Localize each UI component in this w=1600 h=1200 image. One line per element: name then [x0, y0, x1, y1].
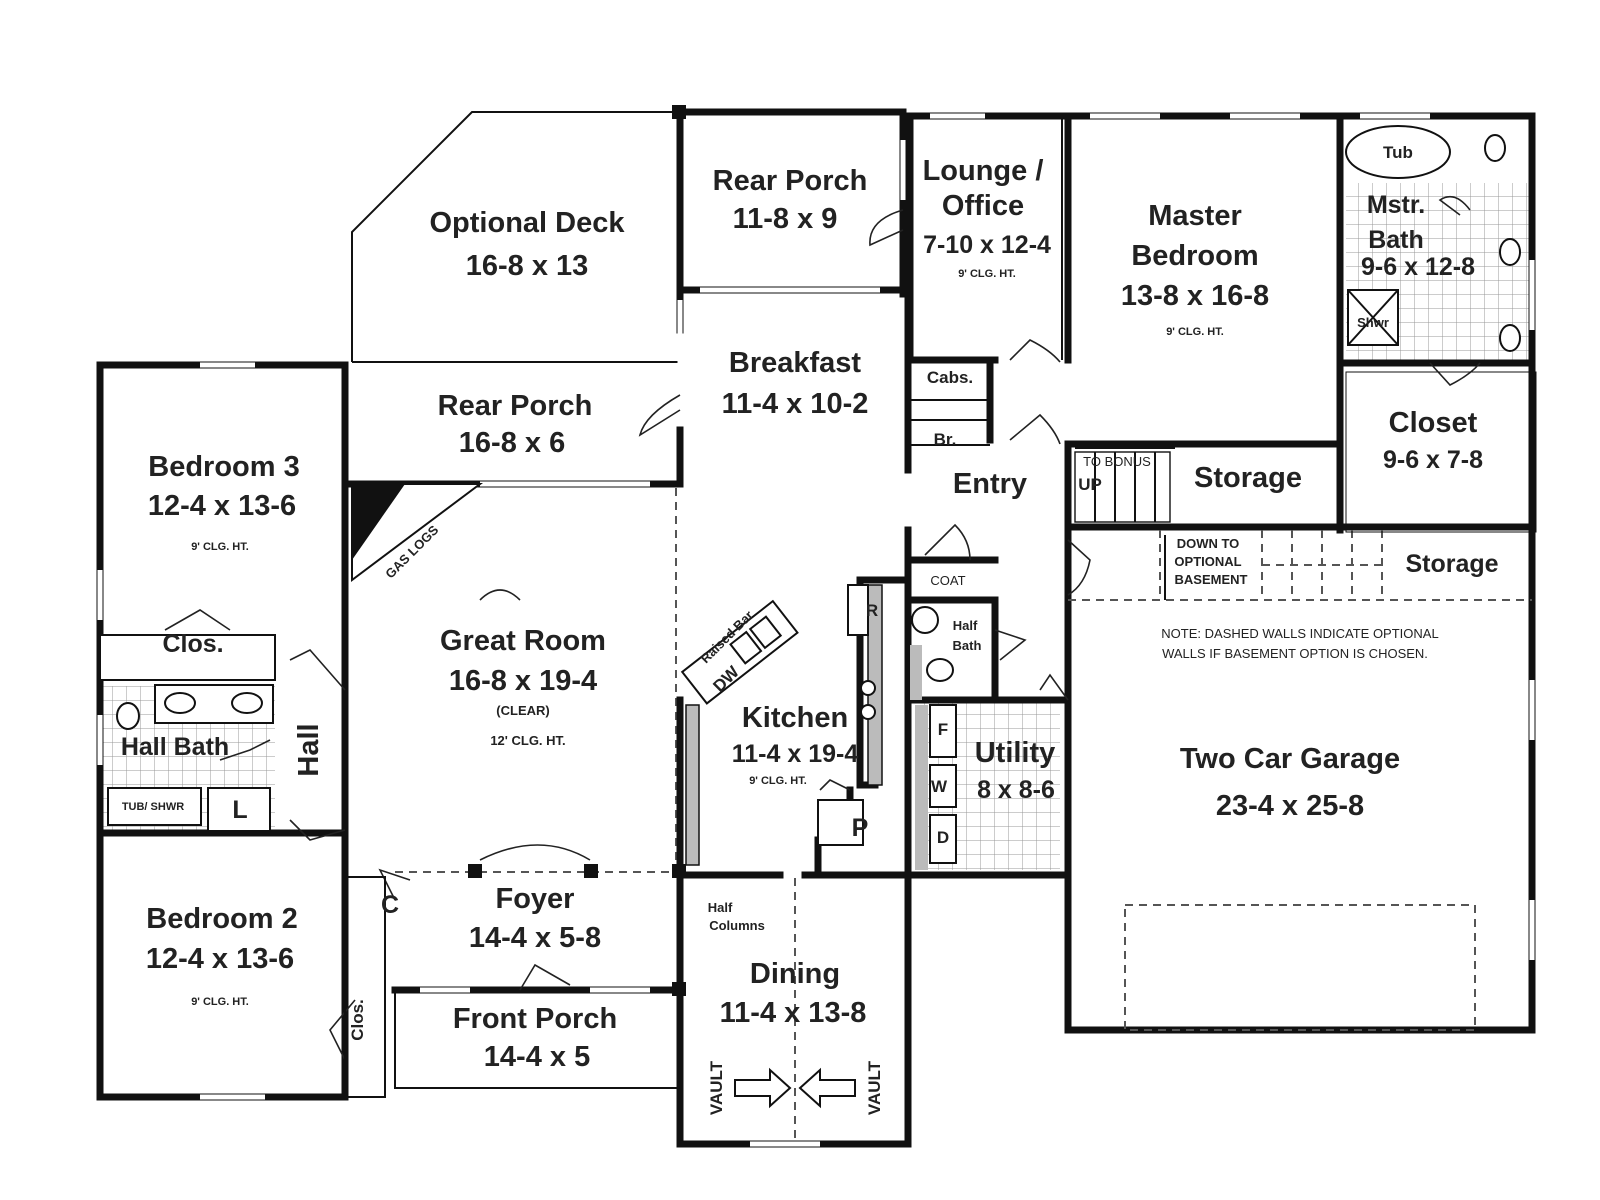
- dining-size: 11-4 x 13-8: [720, 997, 867, 1029]
- optional-walls: [1068, 530, 1532, 1031]
- d-label: D: [937, 828, 949, 847]
- optional-deck-size: 16-8 x 13: [466, 250, 589, 282]
- l-label: L: [232, 796, 247, 824]
- vault-right-label: VAULT: [865, 1060, 884, 1115]
- lounge-size: 7-10 x 12-4: [923, 231, 1051, 259]
- rear-porch-mid-name: Rear Porch: [438, 390, 593, 422]
- lounge-name-1: Lounge /: [923, 155, 1044, 187]
- bedroom2-size: 12-4 x 13-6: [146, 943, 294, 975]
- bedroom3-size: 12-4 x 13-6: [148, 490, 296, 522]
- r-label: R: [866, 601, 878, 620]
- closet-size: 9-6 x 7-8: [1383, 446, 1483, 474]
- p-label: P: [852, 814, 869, 842]
- mstr-bath-name-2: Bath: [1368, 226, 1424, 254]
- tub-label: Tub: [1383, 143, 1413, 162]
- storage-label-1: Storage: [1194, 462, 1302, 494]
- half-columns-1: Half: [708, 900, 733, 915]
- front-porch-name: Front Porch: [453, 1003, 617, 1035]
- entry-label: Entry: [953, 468, 1027, 500]
- br-label: Br.: [934, 430, 957, 449]
- dining-name: Dining: [750, 958, 840, 990]
- f-label: F: [938, 720, 948, 739]
- note-line-1: NOTE: DASHED WALLS INDICATE OPTIONAL: [1161, 626, 1438, 641]
- closet-hatching: [99, 371, 1537, 1098]
- kitchen-ceiling: 9' CLG. HT.: [749, 775, 807, 787]
- master-bedroom-size: 13-8 x 16-8: [1121, 280, 1269, 312]
- great-room-size: 16-8 x 19-4: [449, 665, 597, 697]
- note-line-2: WALLS IF BASEMENT OPTION IS CHOSEN.: [1162, 646, 1428, 661]
- stairs: [1074, 451, 1171, 600]
- clos-side-label: Clos.: [348, 999, 367, 1041]
- half-columns-2: Columns: [709, 918, 765, 933]
- breakfast-name: Breakfast: [729, 347, 862, 379]
- hall-label: Hall: [293, 723, 325, 776]
- utility-name: Utility: [975, 737, 1056, 769]
- great-room-clear: (CLEAR): [496, 703, 549, 718]
- utility-size: 8 x 8-6: [977, 776, 1055, 804]
- hall-bath-label: Hall Bath: [121, 733, 229, 761]
- up-label: UP: [1078, 475, 1102, 494]
- down-basement-2: OPTIONAL: [1174, 554, 1241, 569]
- great-room-name: Great Room: [440, 625, 606, 657]
- master-bedroom-name-1: Master: [1148, 200, 1242, 232]
- bedroom2-ceiling: 9' CLG. HT.: [191, 996, 249, 1008]
- vault-left-label: VAULT: [707, 1060, 726, 1115]
- coat-label: COAT: [930, 573, 965, 588]
- rear-porch-top-size: 11-8 x 9: [733, 203, 838, 235]
- kitchen-name: Kitchen: [742, 702, 848, 734]
- great-room-ceiling: 12' CLG. HT.: [490, 733, 565, 748]
- mstr-bath-size: 9-6 x 12-8: [1361, 253, 1475, 281]
- mstr-bath-name-1: Mstr.: [1367, 191, 1425, 219]
- bedroom2-name: Bedroom 2: [146, 903, 297, 935]
- breakfast-size: 11-4 x 10-2: [722, 388, 869, 420]
- w-label: W: [931, 777, 948, 796]
- rear-porch-top-name: Rear Porch: [713, 165, 868, 197]
- rear-porch-mid-size: 16-8 x 6: [459, 427, 565, 459]
- master-bedroom-ceiling: 9' CLG. HT.: [1166, 326, 1224, 338]
- bedroom3-name: Bedroom 3: [148, 451, 299, 483]
- c-label: C: [381, 891, 399, 919]
- kitchen-size: 11-4 x 19-4: [732, 740, 859, 768]
- bedroom3-ceiling: 9' CLG. HT.: [191, 541, 249, 553]
- down-basement-1: DOWN TO: [1177, 536, 1240, 551]
- cabs-label: Cabs.: [927, 368, 973, 387]
- to-bonus-label: TO BONUS: [1083, 454, 1151, 469]
- shwr-label: Shwr: [1357, 315, 1389, 330]
- windows: [97, 113, 1535, 1147]
- doors: [164, 195, 1481, 1061]
- fixtures: [107, 105, 1521, 1109]
- clos-top-label: Clos.: [162, 630, 223, 658]
- storage-label-2: Storage: [1405, 550, 1498, 578]
- lounge-ceiling: 9' CLG. HT.: [958, 268, 1016, 280]
- tub-shwr-label: TUB/ SHWR: [122, 801, 184, 813]
- garage-size: 23-4 x 25-8: [1216, 790, 1364, 822]
- foyer-name: Foyer: [496, 883, 575, 915]
- garage-name: Two Car Garage: [1180, 743, 1400, 775]
- closet-name: Closet: [1389, 407, 1478, 439]
- front-porch-size: 14-4 x 5: [484, 1041, 590, 1073]
- master-bedroom-name-2: Bedroom: [1131, 240, 1258, 272]
- down-basement-3: BASEMENT: [1175, 572, 1248, 587]
- half-bath-1: Half: [953, 618, 978, 633]
- optional-deck-name: Optional Deck: [430, 207, 626, 239]
- half-bath-2: Bath: [953, 638, 982, 653]
- lounge-name-2: Office: [942, 190, 1024, 222]
- foyer-size: 14-4 x 5-8: [469, 922, 601, 954]
